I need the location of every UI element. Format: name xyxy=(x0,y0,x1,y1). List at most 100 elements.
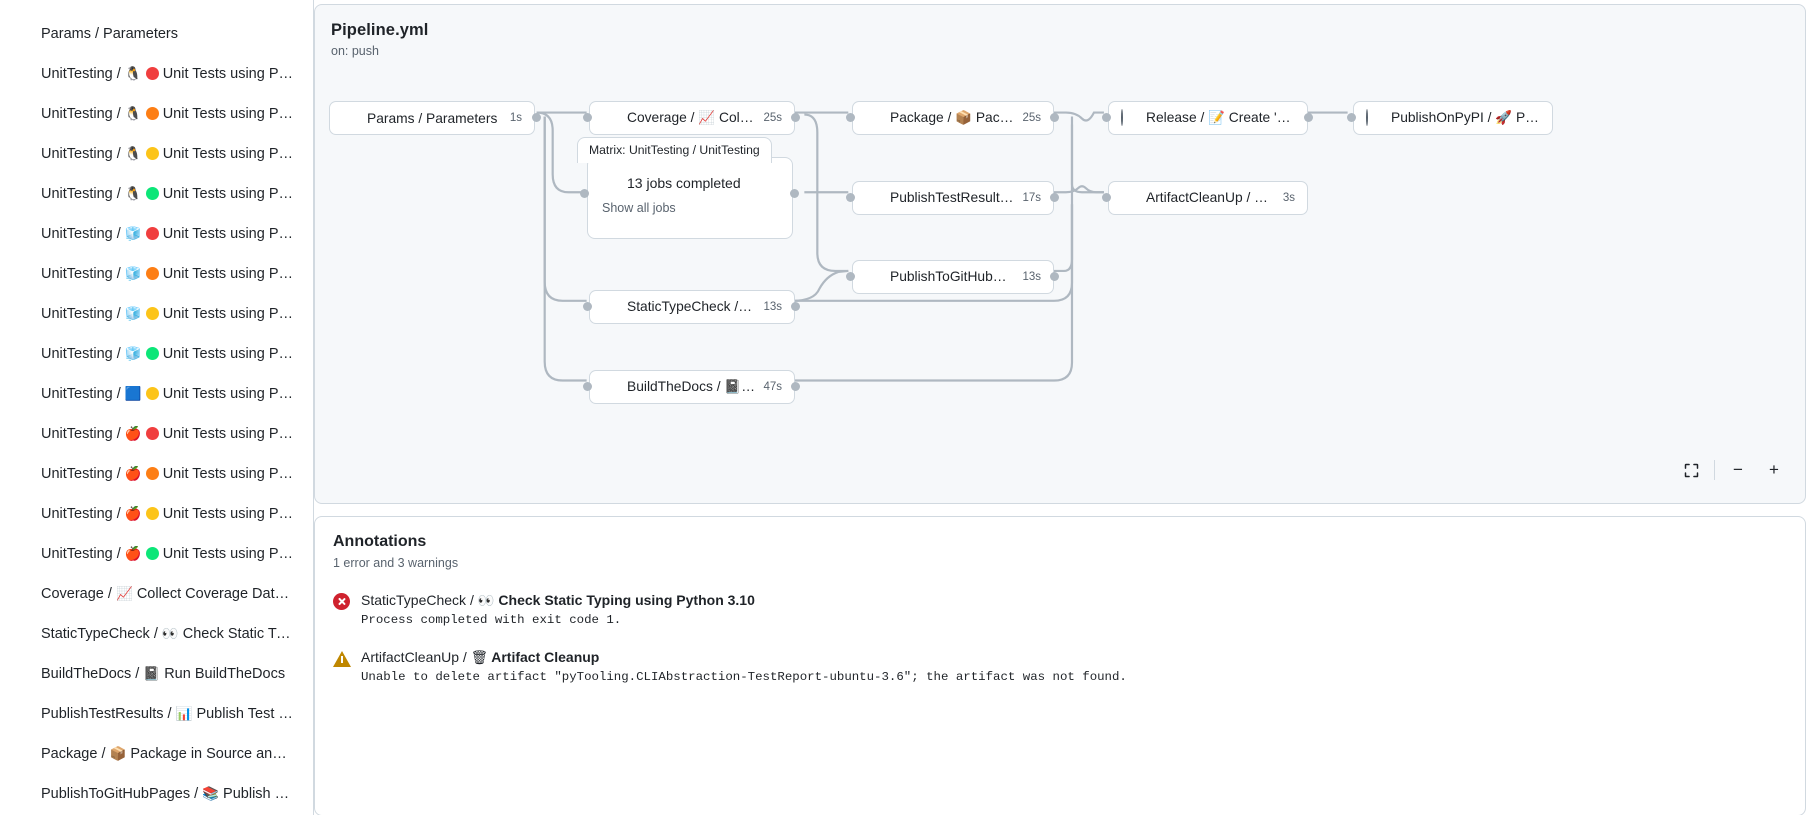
node-label: Coverage / 📈 Collect Cove... xyxy=(627,110,755,126)
color-dot-icon xyxy=(145,147,159,160)
graph-node-coverage[interactable]: Coverage / 📈 Collect Cove... 25s xyxy=(589,101,795,135)
annotation-message: Unable to delete artifact "pyTooling.CLI… xyxy=(361,670,1127,684)
zoom-in-button[interactable]: + xyxy=(1769,460,1779,479)
annotation-emoji-icon: 🗑 xyxy=(470,650,488,666)
status-pending-icon xyxy=(1121,108,1123,126)
graph-node-buildthedocs[interactable]: BuildTheDocs / 📓 Run Buil... 47s xyxy=(589,370,795,404)
graph-node-package[interactable]: Package / 📦 Package in So... 25s xyxy=(852,101,1054,135)
package-icon: 📦 xyxy=(955,110,973,126)
show-all-jobs-link[interactable]: Show all jobs xyxy=(602,201,676,215)
sidebar-job-item[interactable]: UnitTesting / 🐧 Unit Tests using Pyth... xyxy=(4,54,309,94)
sidebar-job-item[interactable]: UnitTesting / 🧊 Unit Tests using Pyth... xyxy=(4,254,309,294)
node-duration: 3s xyxy=(1282,192,1295,204)
graph-canvas[interactable]: Params / Parameters 1s Coverage / 📈 Coll… xyxy=(315,5,1805,503)
node-port-in xyxy=(1102,113,1111,122)
job-emoji-icon: 🧊 xyxy=(124,266,142,282)
node-label: PublishTestResults / 📊 Pu... xyxy=(890,190,1015,205)
graph-node-artifactcleanup[interactable]: ArtifactCleanUp / 🗑 Artifac... 3s xyxy=(1108,181,1308,215)
node-label: Package / 📦 Package in So... xyxy=(890,110,1015,126)
sidebar-job-item[interactable]: UnitTesting / 🐧 Unit Tests using Pyth... xyxy=(4,134,309,174)
annotation-message: Process completed with exit code 1. xyxy=(361,613,622,627)
sidebar-job-item[interactable]: UnitTesting / 🐧 Unit Tests using Pyth... xyxy=(4,94,309,134)
workflow-graph-card[interactable]: Pipeline.yml on: push xyxy=(314,4,1806,504)
node-label: PublishOnPyPI / 🚀 Publish to ... xyxy=(1391,110,1540,126)
sidebar-job-item[interactable]: BuildTheDocs / 📓 Run BuildTheDocs xyxy=(4,654,309,694)
node-label: ArtifactCleanUp / 🗑 Artifac... xyxy=(1146,190,1275,206)
job-emoji-icon: 🐧 xyxy=(124,146,142,162)
sidebar-job-item[interactable]: UnitTesting / 🧊 Unit Tests using Pyth... xyxy=(4,334,309,374)
sidebar-job-label: StaticTypeCheck / 👀 Check Static Typing.… xyxy=(41,626,293,642)
sidebar-job-item[interactable]: UnitTesting / 🐧 Unit Tests using Pyth... xyxy=(4,174,309,214)
graph-node-release[interactable]: Release / 📝 Create 'Release P... xyxy=(1108,101,1308,135)
sidebar-job-label: UnitTesting / 🐧 Unit Tests using Pyth... xyxy=(41,186,293,202)
graph-node-publishtestresults[interactable]: PublishTestResults / 📊 Pu... 17s xyxy=(852,181,1054,215)
node-port-out xyxy=(1050,113,1059,122)
sidebar-job-label: Package / 📦 Package in Source and Wh... xyxy=(41,746,293,762)
sidebar-job-label: UnitTesting / 🍎 Unit Tests using Pyth... xyxy=(41,466,293,482)
node-port-in xyxy=(1102,193,1111,202)
job-emoji-icon: 👀 xyxy=(161,626,179,642)
fit-screen-icon[interactable] xyxy=(1678,457,1704,483)
sidebar-job-label: UnitTesting / 🧊 Unit Tests using Pyth... xyxy=(41,306,293,322)
sidebar-job-item[interactable]: Package / 📦 Package in Source and Wh... xyxy=(4,734,309,774)
sidebar-job-label: Params / Parameters xyxy=(41,26,178,42)
job-emoji-icon: 🍎 xyxy=(124,546,142,562)
node-port-in xyxy=(583,382,592,391)
sidebar-job-item[interactable]: PublishToGitHubPages / 📚 Publish to G... xyxy=(4,774,309,814)
sidebar-job-item[interactable]: UnitTesting / 🍎 Unit Tests using Pyth... xyxy=(4,414,309,454)
sidebar-job-item[interactable]: PublishTestResults / 📊 Publish Test Resu… xyxy=(4,694,309,734)
matrix-group-tab[interactable]: Matrix: UnitTesting / UnitTesting xyxy=(577,137,772,163)
node-port-out xyxy=(532,113,541,122)
graph-node-publishtogithubpages[interactable]: PublishToGitHubPages / 📚 ... 13s xyxy=(852,260,1054,294)
job-emoji-icon: 🐧 xyxy=(124,66,142,82)
graph-zoom-controls[interactable]: − + xyxy=(1678,457,1787,483)
sidebar-job-item[interactable]: UnitTesting / 🧊 Unit Tests using Pyth... xyxy=(4,214,309,254)
sidebar-job-item[interactable]: UnitTesting / 🍎 Unit Tests using Pyth... xyxy=(4,494,309,534)
zoom-out-button[interactable]: − xyxy=(1733,460,1743,479)
node-duration: 25s xyxy=(763,112,782,124)
sidebar-job-label: UnitTesting / 🍎 Unit Tests using Pyth... xyxy=(41,546,293,562)
sidebar-job-label: UnitTesting / 🧊 Unit Tests using Pyth... xyxy=(41,226,293,242)
job-emoji-icon: 📓 xyxy=(143,666,161,682)
line-chart-icon: 📈 xyxy=(698,110,716,126)
sidebar-job-label: UnitTesting / 🧊 Unit Tests using Pyth... xyxy=(41,266,293,282)
node-port-in xyxy=(846,193,855,202)
node-label: Params / Parameters xyxy=(367,110,498,126)
sidebar-job-label: PublishTestResults / 📊 Publish Test Resu… xyxy=(41,706,293,722)
node-duration: 1s xyxy=(509,112,522,124)
sidebar-job-item[interactable]: StaticTypeCheck / 👀 Check Static Typing.… xyxy=(4,614,309,654)
annotation-severity-icon xyxy=(333,650,351,668)
color-dot-icon xyxy=(145,67,159,80)
job-emoji-icon: 🍎 xyxy=(124,466,142,482)
sidebar-job-item[interactable]: Coverage / 📈 Collect Coverage Data usi..… xyxy=(4,574,309,614)
graph-node-statictypecheck[interactable]: StaticTypeCheck / 👀 Chec... 13s xyxy=(589,290,795,324)
node-duration: 25s xyxy=(1022,112,1041,124)
graph-node-params[interactable]: Params / Parameters 1s xyxy=(329,101,535,135)
node-port-in xyxy=(846,272,855,281)
graph-node-publishonpypi[interactable]: PublishOnPyPI / 🚀 Publish to ... xyxy=(1353,101,1553,135)
sidebar-job-item[interactable]: UnitTesting / 🧊 Unit Tests using Pyth... xyxy=(4,294,309,334)
sidebar-job-item[interactable]: UnitTesting / 🟦 Unit Tests using Pyth... xyxy=(4,374,309,414)
sidebar-job-label: UnitTesting / 🍎 Unit Tests using Pyth... xyxy=(41,426,293,442)
node-port-in xyxy=(583,302,592,311)
annotations-summary: 1 error and 3 warnings xyxy=(333,556,459,570)
sidebar-job-label: UnitTesting / 🟦 Unit Tests using Pyth... xyxy=(41,386,293,402)
color-dot-icon xyxy=(145,347,159,360)
node-port-out xyxy=(791,113,800,122)
sidebar-job-label: UnitTesting / 🧊 Unit Tests using Pyth... xyxy=(41,346,293,362)
node-port-in xyxy=(583,113,592,122)
trash-icon: 🗑 xyxy=(1254,190,1272,206)
sidebar-job-item[interactable]: UnitTesting / 🍎 Unit Tests using Pyth... xyxy=(4,534,309,574)
matrix-group-box[interactable]: 13 jobs completed Show all jobs xyxy=(587,157,793,239)
node-duration: 13s xyxy=(1022,271,1041,283)
job-emoji-icon: 🍎 xyxy=(124,426,142,442)
sidebar-job-item[interactable]: Params / Parameters xyxy=(4,14,309,54)
node-port-out xyxy=(1304,113,1313,122)
color-dot-icon xyxy=(145,227,159,240)
node-label: StaticTypeCheck / 👀 Chec... xyxy=(627,299,755,315)
job-emoji-icon: 🐧 xyxy=(124,186,142,202)
sidebar-job-item[interactable]: UnitTesting / 🍎 Unit Tests using Pyth... xyxy=(4,454,309,494)
main-content: Pipeline.yml on: push xyxy=(314,0,1818,815)
